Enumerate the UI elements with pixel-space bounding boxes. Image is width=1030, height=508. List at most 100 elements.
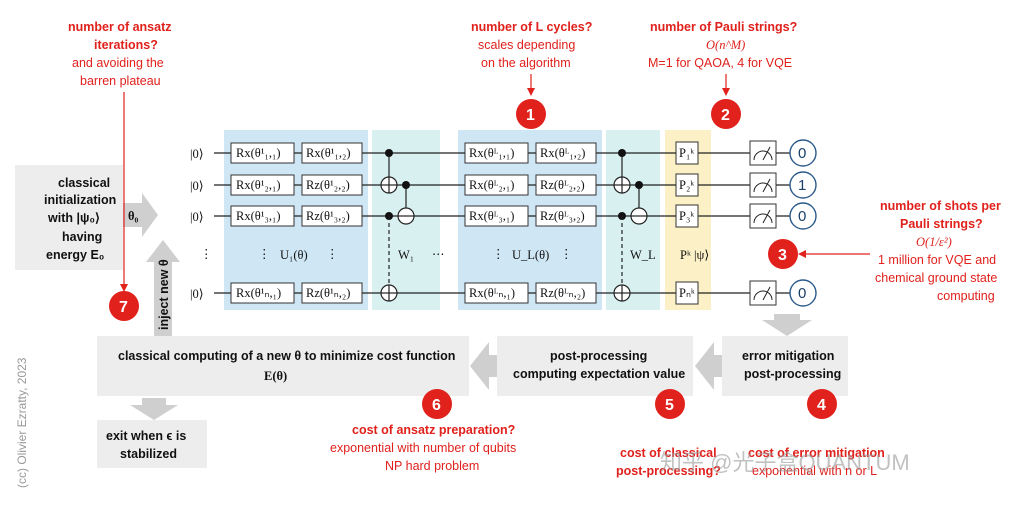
- ket-0-q2: |0⟩: [190, 179, 204, 193]
- cycles-sub-2: on the algorithm: [481, 56, 571, 70]
- shots-sub-2: chemical ground state: [875, 271, 997, 285]
- inject-arrow: [146, 240, 180, 336]
- svg-text:4: 4: [817, 397, 826, 414]
- svg-text:Rx(θ¹₁,₁): Rx(θ¹₁,₁): [236, 146, 281, 160]
- postproc-text-1: post-processing: [550, 349, 647, 363]
- svg-text:Rz(θᴸₙ,₂): Rz(θᴸₙ,₂): [540, 286, 585, 300]
- theta0-label: θ₀: [128, 209, 139, 223]
- pauli-note: M=1 for QAOA, 4 for VQE: [648, 56, 792, 70]
- exit-text-2: stabilized: [120, 447, 177, 461]
- arrow-to-classical: [470, 342, 497, 390]
- credit-text: (cc) Olivier Ezratty, 2023: [15, 357, 29, 488]
- svg-text:Rx(θ¹₁,₂): Rx(θ¹₁,₂): [306, 146, 351, 160]
- svg-text:Rz(θ¹₃,₂): Rz(θ¹₃,₂): [306, 209, 350, 223]
- arrow-to-exit: [130, 398, 178, 420]
- blockL-gates: Rx(θᴸ₁,₁) Rx(θᴸ₁,₂) Rx(θᴸ₂,₁) Rz(θᴸ₂,₂) …: [464, 142, 597, 304]
- vdots-b1-b: ⋮: [326, 247, 339, 261]
- classical-compute-text-2: E(θ): [264, 369, 287, 383]
- shots-title-1: number of shots per: [880, 199, 1001, 213]
- svg-text:Pₙᵏ: Pₙᵏ: [679, 286, 695, 300]
- theta0-arrow: [123, 193, 158, 237]
- shots-sub-3: computing: [937, 289, 995, 303]
- wl-entangler: [613, 149, 648, 302]
- init-box: [15, 165, 123, 270]
- arrow-to-postproc: [695, 342, 722, 390]
- cycles-title: number of L cycles?: [471, 20, 592, 34]
- iterations-sub-2: barren plateau: [80, 74, 161, 88]
- svg-text:P₂ᵏ: P₂ᵏ: [679, 178, 694, 192]
- svg-text:1: 1: [526, 107, 535, 124]
- measurement-icons: [749, 140, 777, 306]
- ket-0-qn: |0⟩: [190, 287, 204, 301]
- pk-label: Pᵏ |ψ⟩: [680, 248, 709, 262]
- shots-complexity: O(1/ε²): [916, 235, 952, 249]
- svg-text:Rx(θ¹₂,₁): Rx(θ¹₂,₁): [236, 178, 281, 192]
- svg-text:Rz(θ¹ₙ,₂): Rz(θ¹ₙ,₂): [306, 286, 350, 300]
- w1-entangler: [380, 149, 415, 302]
- vdots-bl-b: ⋮: [560, 247, 573, 261]
- svg-text:Rz(θᴸ₃,₂): Rz(θᴸ₃,₂): [540, 209, 585, 223]
- svg-text:Rx(θᴸ₁,₂): Rx(θᴸ₁,₂): [540, 146, 585, 160]
- postproc-box: [497, 336, 693, 396]
- measurement-outputs: 0 1 0 0: [789, 139, 817, 307]
- svg-text:Rz(θ¹₂,₂): Rz(θ¹₂,₂): [306, 178, 350, 192]
- ket-0-q3: |0⟩: [190, 210, 204, 224]
- exit-box: [97, 420, 207, 468]
- svg-text:Rz(θᴸ₂,₂): Rz(θᴸ₂,₂): [540, 178, 585, 192]
- u1-label: U₁(θ): [280, 248, 308, 262]
- classical-compute-text-1: classical computing of a new θ to minimi…: [118, 349, 455, 363]
- svg-text:0: 0: [798, 285, 806, 302]
- svg-text:Rx(θᴸ₂,₁): Rx(θᴸ₂,₁): [469, 178, 514, 192]
- classical-compute-box: [97, 336, 469, 396]
- iterations-title-2: iterations?: [94, 38, 158, 52]
- svg-text:P₁ᵏ: P₁ᵏ: [679, 146, 694, 160]
- svg-text:1: 1: [798, 177, 806, 194]
- shots-title-2: Pauli strings?: [900, 217, 983, 231]
- pauli-gates: P₁ᵏ P₂ᵏ P₃ᵏ Pₙᵏ: [675, 141, 699, 305]
- init-text-4: having: [62, 230, 102, 244]
- number-badges: 1 2 3 4 5 6 7: [109, 99, 837, 419]
- svg-text:5: 5: [665, 397, 674, 414]
- classical-cost-title-2: post-processing?: [616, 464, 721, 478]
- vdots-bl-a: ⋮: [492, 247, 505, 261]
- mitigation-text-2: post-processing: [744, 367, 841, 381]
- ket-0-q1: |0⟩: [190, 147, 204, 161]
- svg-text:6: 6: [432, 397, 441, 414]
- vdots-b1-a: ⋮: [258, 247, 271, 261]
- exit-text-1: exit when ϵ is: [106, 429, 186, 443]
- svg-text:7: 7: [119, 299, 128, 316]
- cycles-sub-1: scales depending: [478, 38, 575, 52]
- svg-text:0: 0: [798, 208, 806, 225]
- init-text-3: with |ψ₀⟩: [47, 211, 100, 225]
- mitigation-cost-title: cost of error mitigation: [748, 446, 885, 460]
- pauli-complexity: O(n^M): [706, 38, 745, 52]
- svg-text:0: 0: [798, 145, 806, 162]
- init-text-1: classical: [58, 176, 110, 190]
- classical-cost-title-1: cost of classical: [620, 446, 717, 460]
- w1-label: W₁: [398, 248, 414, 262]
- svg-text:2: 2: [721, 107, 730, 124]
- watermark: 知乎 @光子盒QUANTUM: [660, 450, 910, 475]
- iterations-sub-1: and avoiding the: [72, 56, 164, 70]
- svg-text:Rx(θᴸ₃,₁): Rx(θᴸ₃,₁): [469, 209, 514, 223]
- pauli-title: number of Pauli strings?: [650, 20, 797, 34]
- arrow-to-mitigation: [762, 314, 812, 336]
- shots-sub-1: 1 million for VQE and: [878, 253, 996, 267]
- dots-middle: ⋯: [432, 247, 445, 261]
- mitigation-cost-sub: exponential with n or L: [752, 464, 877, 478]
- vdots-left: ⋮: [200, 247, 213, 261]
- svg-text:Rx(θᴸ₁,₁): Rx(θᴸ₁,₁): [469, 146, 514, 160]
- mitigation-box: [722, 336, 848, 396]
- inject-label: inject new θ: [157, 259, 171, 330]
- block1-gates: Rx(θ¹₁,₁) Rx(θ¹₁,₂) Rx(θ¹₂,₁) Rz(θ¹₂,₂) …: [230, 142, 363, 304]
- svg-text:Rx(θ¹₃,₁): Rx(θ¹₃,₁): [236, 209, 281, 223]
- svg-text:Rx(θᴸₙ,₁): Rx(θᴸₙ,₁): [469, 286, 515, 300]
- init-text-5: energy E₀: [46, 248, 104, 262]
- init-text-2: initialization: [44, 193, 116, 207]
- svg-text:3: 3: [778, 247, 787, 264]
- iterations-title-1: number of ansatz: [68, 20, 172, 34]
- ansatz-cost-sub-1: exponential with number of qubits: [330, 441, 516, 455]
- svg-text:P₃ᵏ: P₃ᵏ: [679, 209, 694, 223]
- postproc-text-2: computing expectation value: [513, 367, 685, 381]
